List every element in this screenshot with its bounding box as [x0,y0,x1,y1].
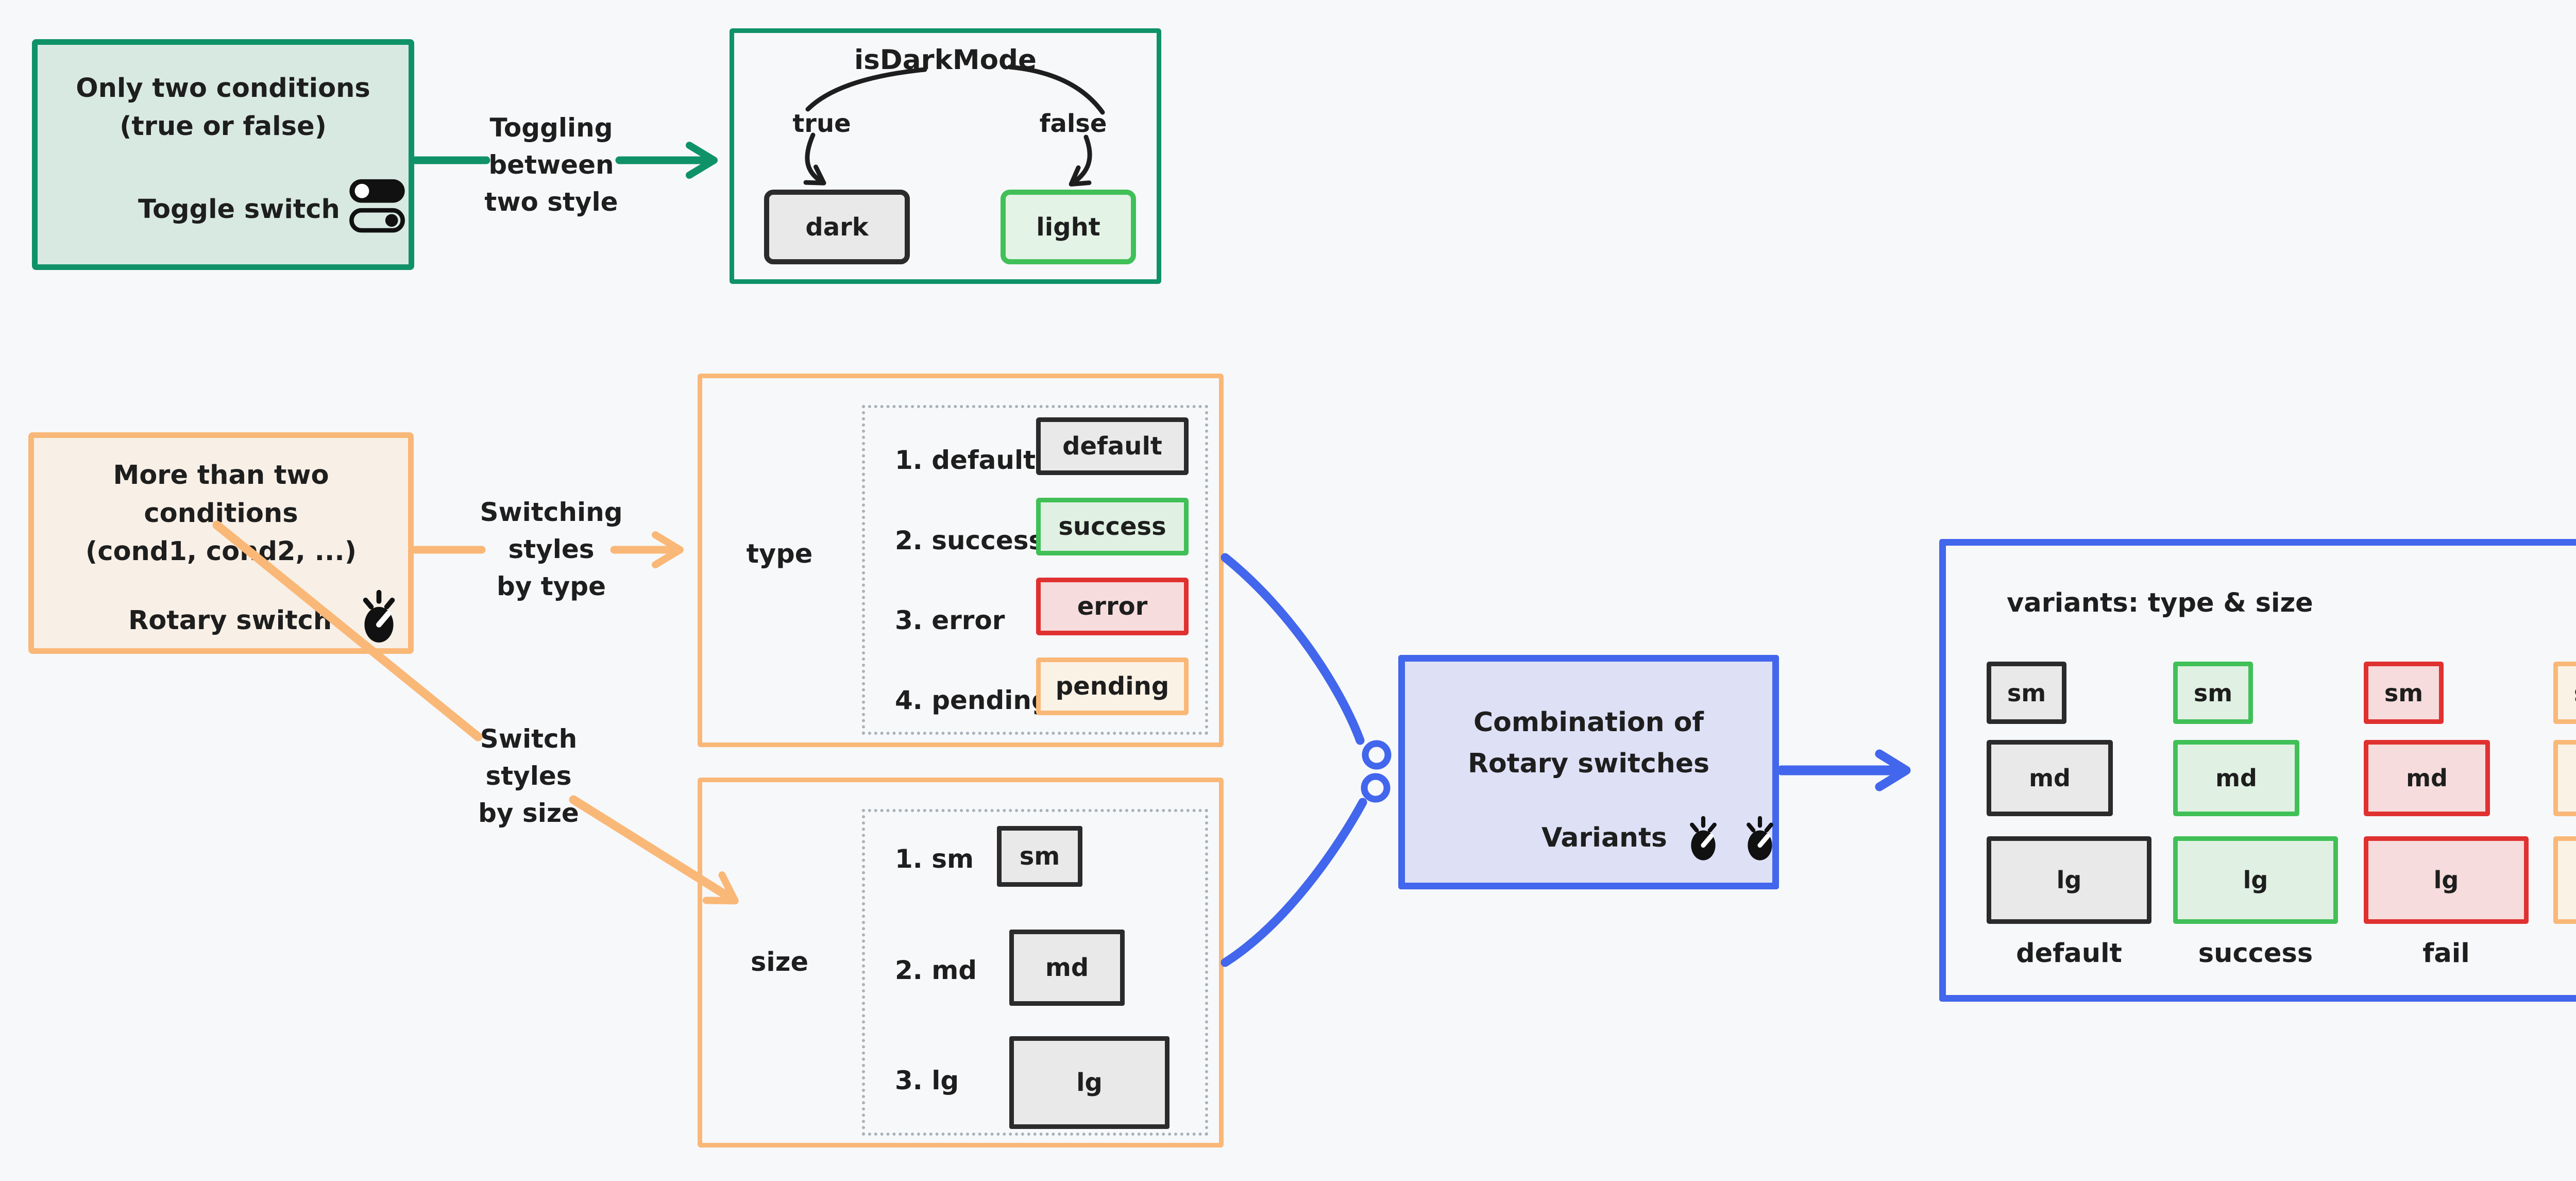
branch-true-label: true [792,109,851,138]
toggle-condition-line1: Only two conditions [76,73,370,104]
variant-column-label: default [2016,938,2122,969]
combination-box: Combination of Rotary switches Variants [1398,655,1779,889]
rotary-condition-text: More than two conditions (cond1, cond2, … [34,457,408,571]
toggle-condition-box: Only two conditions (true or false) Togg… [32,39,414,270]
size-options-area: 1. sm sm 2. md md 3. lg lg [862,809,1208,1136]
type-item-label: 4. pending [895,685,1050,715]
combination-line1: Combination of [1473,707,1704,738]
size-chip-lg: lg [1009,1036,1170,1129]
toggle-switch-label: Toggle switch [138,194,340,225]
combination-line2: Rotary switches [1467,748,1710,779]
variant-chip: lg [1987,836,2151,924]
toggle-switch-icon [347,175,408,239]
variant-chip: lg [2364,836,2529,924]
type-box-label: type [746,539,813,569]
rotary-condition-line2: conditions [144,498,298,529]
size-item-label: 2. md [895,955,977,985]
type-connector-endpoint [1362,740,1392,770]
type-item-label: 1. default [895,445,1036,475]
size-chip-sm: sm [997,826,1082,887]
type-options-area: 1. default default 2. success success 3.… [862,405,1208,735]
type-chip-success: success [1036,498,1189,555]
type-rotary-box: type 1. default default 2. success succe… [698,374,1224,747]
variant-chip: lg [2553,836,2576,924]
variant-chip: sm [2173,662,2253,724]
combination-variants-row: Variants [1541,812,1781,864]
variant-chip: md [2173,740,2299,816]
isdarkmode-state-box: isDarkMode true false dark light [730,28,1161,284]
type-chip-pending: pending [1036,657,1189,715]
variants-result-box: variants: type & size sm md lg default s… [1939,539,2576,1002]
variant-chip: md [1987,740,2113,816]
size-rotary-box: size 1. sm sm 2. md md 3. lg lg [698,778,1224,1148]
toggle-condition-line2: (true or false) [120,111,327,142]
toggling-arrow-label: Toggling between two style [484,113,618,217]
type-chip-default: default [1036,417,1189,475]
switch-by-size-arrow-label: Switch styles by size [478,724,579,828]
switching-by-type-arrow-label: Switching styles by type [480,497,623,601]
combination-text: Combination of Rotary switches [1405,702,1772,784]
type-to-combination-curve [1221,553,1365,745]
variant-chip: sm [1987,662,2066,724]
variant-column-label: fail [2422,938,2470,969]
variant-column-label: success [2198,938,2313,969]
variant-chip: lg [2173,836,2338,924]
type-item-label: 3. error [895,605,1005,635]
rotary-condition-line3: (cond1, cond2, ...) [85,536,357,567]
variant-chip: sm [2553,662,2576,724]
size-box-label: size [750,947,809,977]
rotary-switch-label: Rotary switch [128,605,332,636]
type-chip-error: error [1036,578,1189,635]
type-item-label: 2. success [895,526,1044,555]
size-to-combination-curve [1221,798,1367,967]
size-item-label: 1. sm [895,844,974,874]
size-chip-md: md [1009,930,1125,1006]
rotary-condition-box: More than two conditions (cond1, cond2, … [28,432,414,654]
variant-chip: md [2553,740,2576,816]
variant-chip: sm [2364,662,2444,724]
rotary-dial-icon [1683,812,1724,864]
variant-chip: md [2364,740,2490,816]
rotary-dial-icon [1739,812,1781,864]
rotary-dial-icon [354,585,403,646]
size-connector-endpoint [1361,773,1391,803]
variants-box-title: variants: type & size [2007,588,2313,618]
variant-column-label: pending [2553,938,2576,969]
toggle-condition-text: Only two conditions (true or false) [38,70,409,146]
size-item-label: 3. lg [895,1066,959,1095]
branch-false-label: false [1039,109,1107,138]
state-variable-label: isDarkMode [854,44,1037,76]
rotary-condition-line1: More than two [113,460,329,491]
dark-style-chip: dark [764,190,910,264]
light-style-chip: light [1001,190,1136,264]
variants-label: Variants [1541,822,1667,853]
